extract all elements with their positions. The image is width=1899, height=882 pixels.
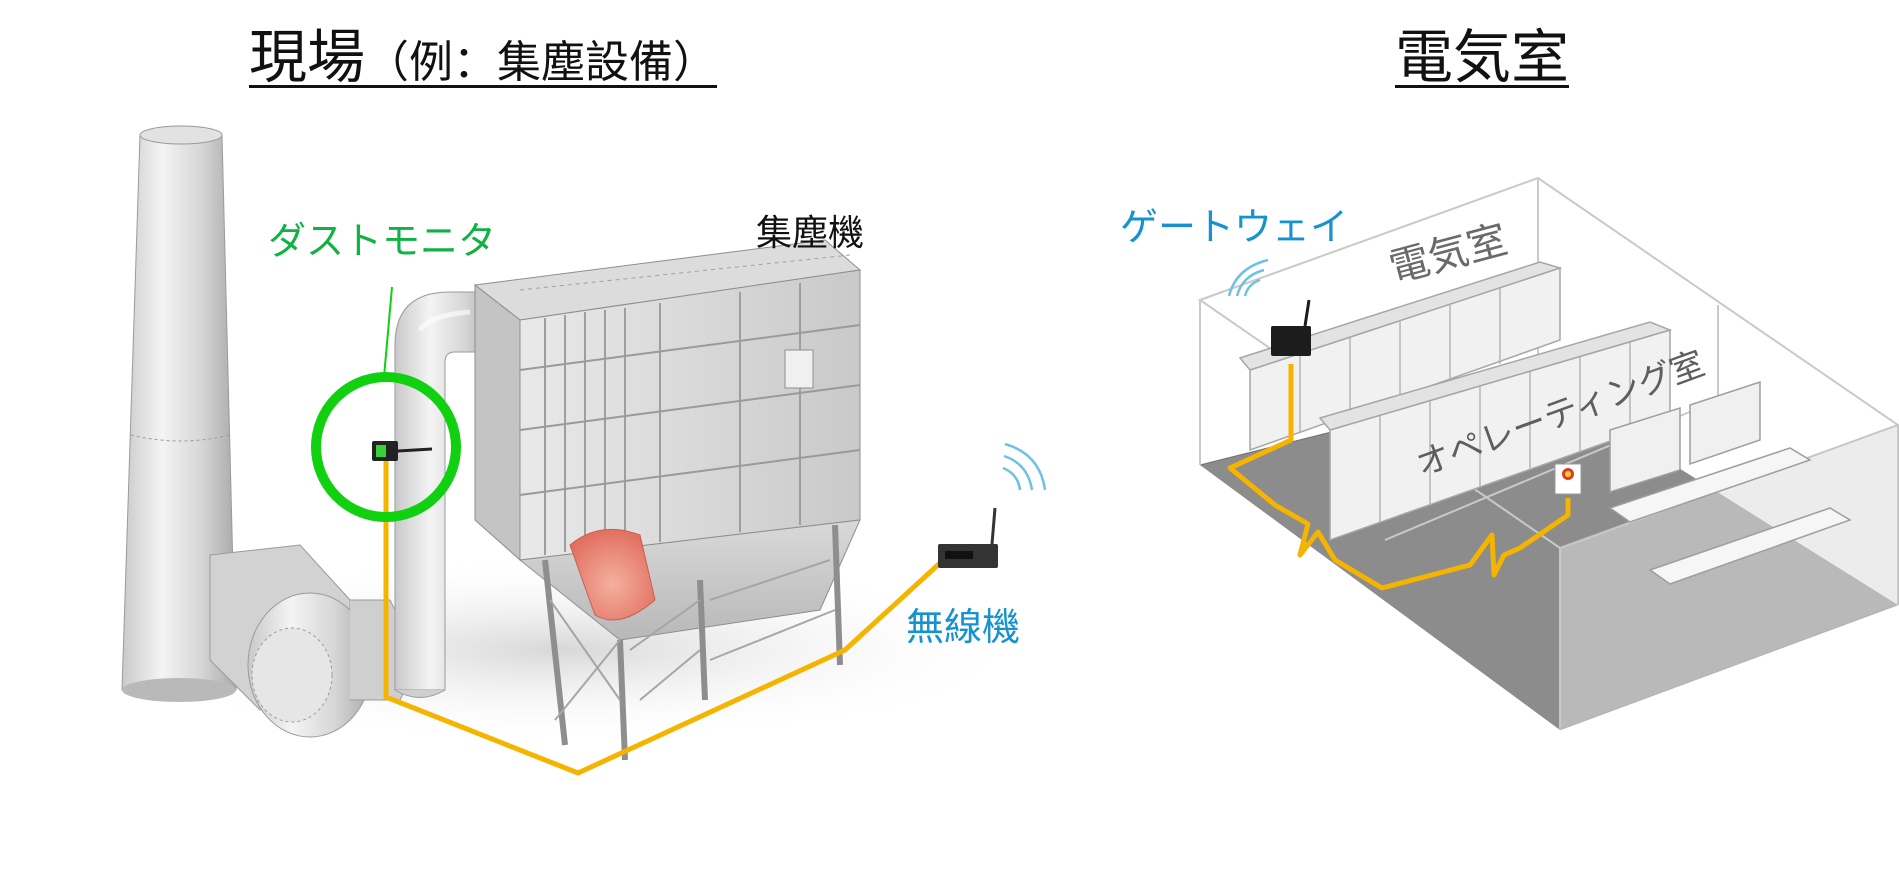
site-heading-main: 現場 — [249, 23, 366, 91]
dust-collector — [473, 239, 862, 761]
electric-room-heading: 電気室 — [1395, 10, 1569, 94]
dust-collector-label: 集塵機 — [756, 213, 865, 254]
site-heading: 現場（例：集塵設備） — [249, 10, 717, 94]
electric-room-heading-text: 電気室 — [1395, 23, 1570, 91]
site-heading-sub: （例：集塵設備） — [365, 37, 718, 88]
alarm-indicator-icon — [1554, 463, 1582, 495]
gateway-signal-icon — [1227, 258, 1269, 297]
gateway-label: ゲートウェイ — [1120, 205, 1349, 249]
chimney — [121, 125, 237, 702]
operating-room-desks — [1608, 380, 1852, 585]
wireless-unit-label: 無線機 — [906, 605, 1021, 649]
dust-monitor-highlight-ring — [311, 372, 461, 522]
switchgear-cabinets — [1238, 261, 1673, 542]
exhaust-fan — [209, 544, 421, 738]
dust-monitor-leader-line — [383, 286, 393, 378]
signal-line-room — [1227, 364, 1571, 591]
wireless-unit-signal-icon — [1002, 442, 1047, 491]
wireless-unit-device — [938, 507, 998, 568]
dust-monitor-device — [372, 441, 433, 461]
gateway-device — [1271, 299, 1311, 356]
dust-monitor-label: ダストモニタ — [268, 219, 497, 263]
signal-line-field — [383, 458, 942, 776]
